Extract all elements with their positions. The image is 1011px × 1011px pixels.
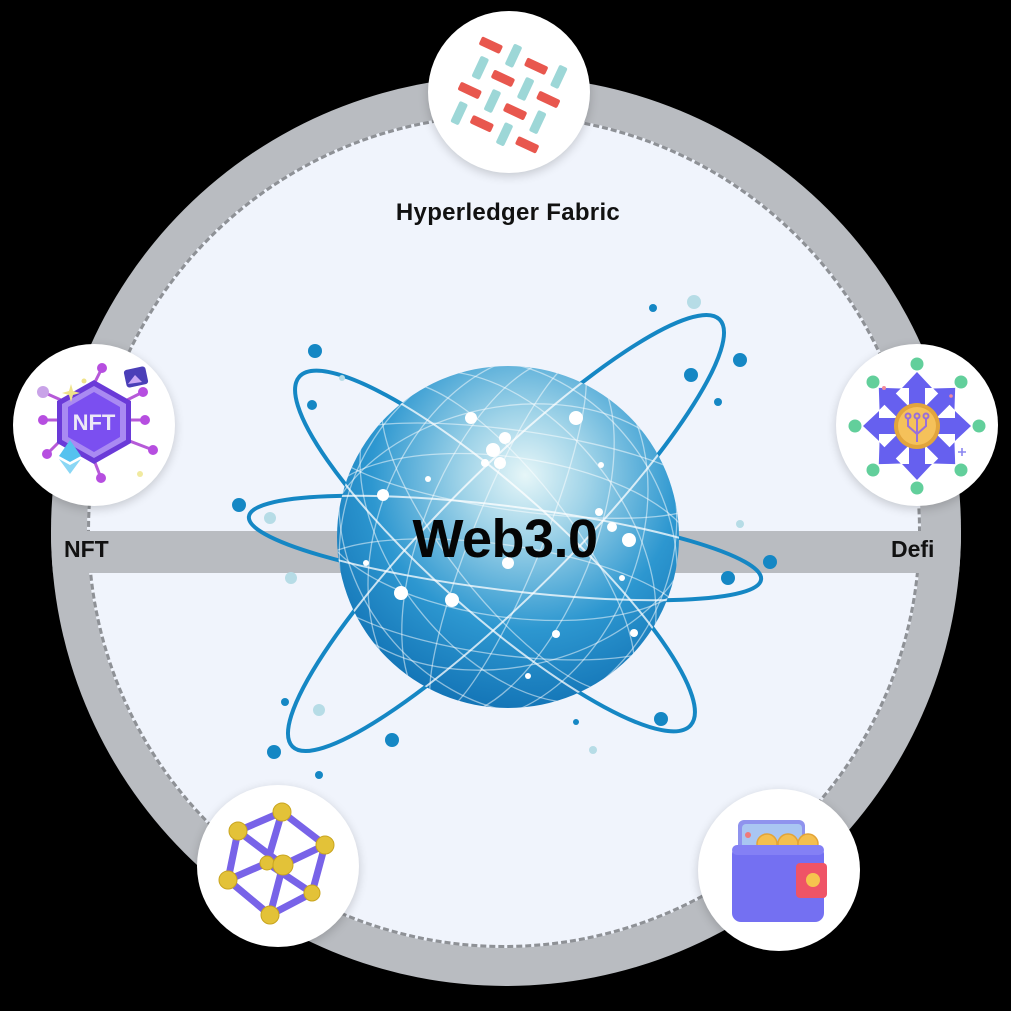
nft-node-dots — [37, 363, 158, 483]
center-label-web3: Web3.0 — [412, 509, 598, 569]
node-label-hyperledger-fabric: Hyperledger Fabric — [395, 199, 621, 226]
node-blockchain[interactable] — [197, 785, 359, 947]
defi-network-icon — [848, 357, 986, 495]
globe-node-dots — [363, 411, 638, 679]
sparkle-icon — [62, 384, 80, 402]
node-wallet[interactable] — [698, 789, 860, 951]
node-defi[interactable] — [836, 344, 998, 506]
image-icon — [123, 366, 149, 388]
node-label-nft: NFT — [64, 536, 109, 562]
coin-icon — [894, 403, 940, 449]
node-label-defi: Defi — [891, 536, 935, 562]
crypto-wallet-icon — [732, 820, 827, 922]
orbit-pale-dots — [264, 295, 744, 754]
green-node-dots — [848, 357, 986, 495]
ethereum-diamond-icon — [59, 440, 81, 474]
hyperledger-fabric-icon — [450, 36, 568, 154]
nft-hexagon-inner — [68, 392, 120, 452]
blockchain-cube-icon — [218, 802, 335, 925]
globe-icon — [337, 366, 679, 708]
orbit-dots — [232, 304, 777, 779]
cube-nodes — [218, 802, 335, 925]
nft-icon-text: NFT — [73, 410, 116, 435]
node-nft[interactable]: NFT — [13, 344, 175, 506]
node-hyperledger-fabric[interactable] — [428, 11, 590, 173]
wallet-button — [806, 873, 820, 887]
nft-hexagon-icon: NFT — [37, 363, 158, 483]
